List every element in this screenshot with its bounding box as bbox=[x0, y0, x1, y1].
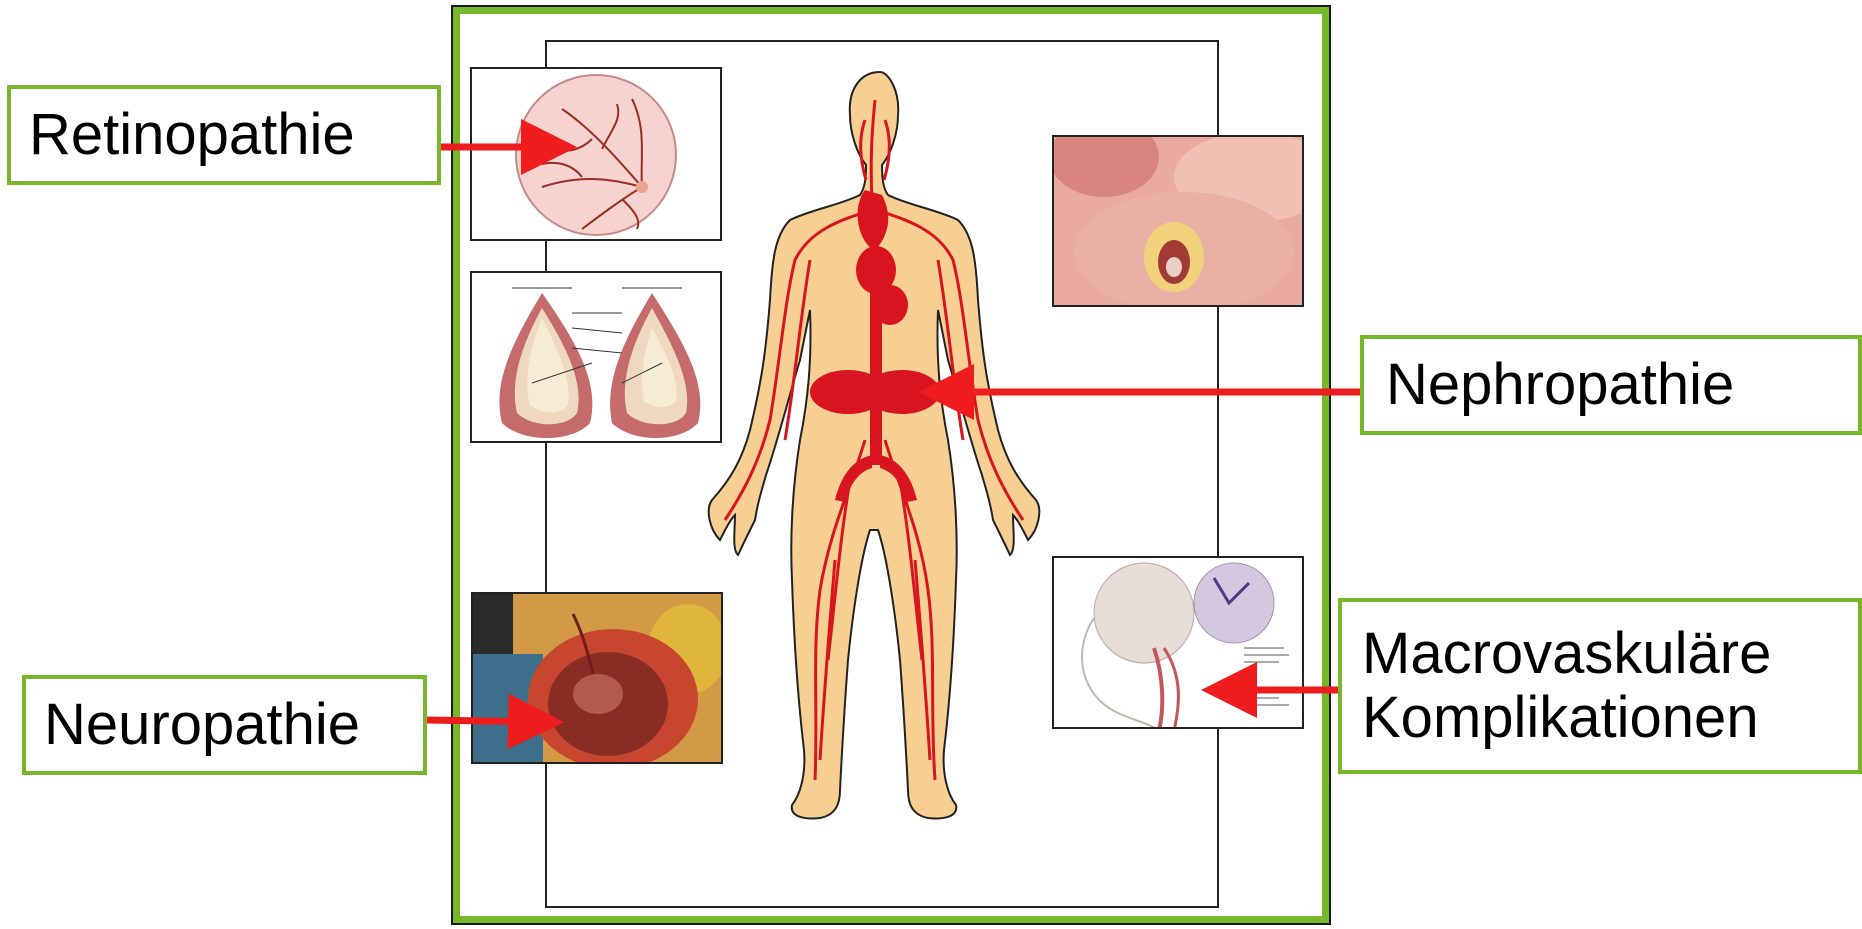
arrow-icon bbox=[427, 720, 550, 722]
label-retinopathie-text: Retinopathie bbox=[29, 103, 355, 167]
label-macrovaskulaere-komplikationen: Macrovaskuläre Komplikationen bbox=[1338, 598, 1862, 774]
label-retinopathie: Retinopathie bbox=[7, 85, 441, 185]
label-nephropathie-text: Nephropathie bbox=[1386, 353, 1734, 417]
label-nephropathie: Nephropathie bbox=[1360, 335, 1862, 435]
label-neuropathie-text: Neuropathie bbox=[44, 693, 360, 757]
label-macro-line2: Komplikationen bbox=[1362, 686, 1759, 750]
label-neuropathie: Neuropathie bbox=[22, 675, 427, 775]
label-macro-line1: Macrovaskuläre bbox=[1362, 622, 1771, 686]
